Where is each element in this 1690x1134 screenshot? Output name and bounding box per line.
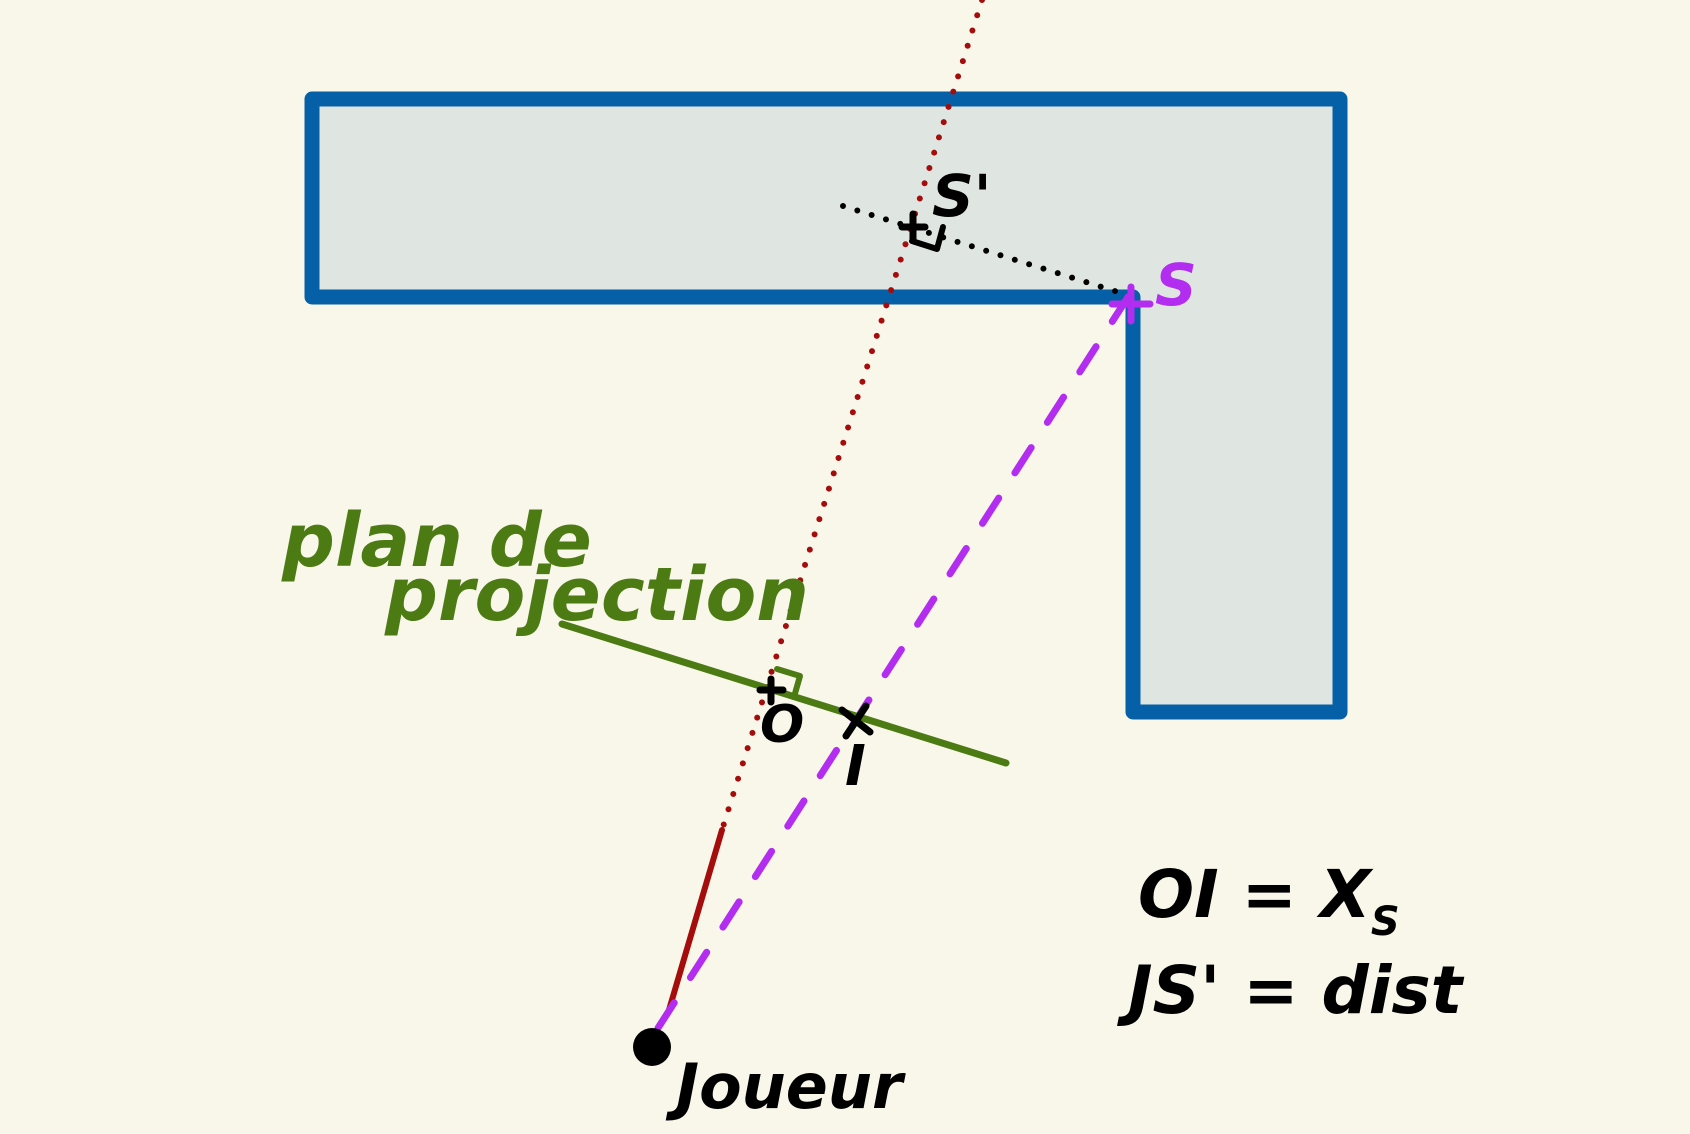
s-prime-marker <box>898 210 929 244</box>
s-prime-label: S' <box>932 162 992 230</box>
s-label: S <box>1155 251 1197 319</box>
wall <box>304 91 1348 720</box>
perpendicular-s-to-ray <box>840 203 1121 295</box>
equation-oi: OI = XS <box>1138 856 1400 945</box>
player-direction-segment <box>666 827 725 1013</box>
o-marker <box>756 675 787 706</box>
s-marker <box>1108 283 1154 325</box>
o-label: O <box>760 695 804 755</box>
i-marker <box>838 702 874 740</box>
right-angle-mark-o <box>774 666 803 700</box>
equation-oi-subscript: S <box>1371 899 1400 945</box>
equation-js: JS' = dist <box>1117 952 1465 1029</box>
right-angle-mark-s-prime <box>909 224 946 252</box>
i-label: I <box>845 734 866 799</box>
ray-to-s <box>654 293 1132 1032</box>
projection-plane-label: plan de projection <box>281 498 809 638</box>
view-direction-ray <box>719 0 985 833</box>
equation-oi-main: OI = X <box>1138 856 1374 933</box>
player-dot <box>633 1028 671 1066</box>
player-label: Joueur <box>665 1050 906 1123</box>
projection-plane <box>558 620 1010 767</box>
